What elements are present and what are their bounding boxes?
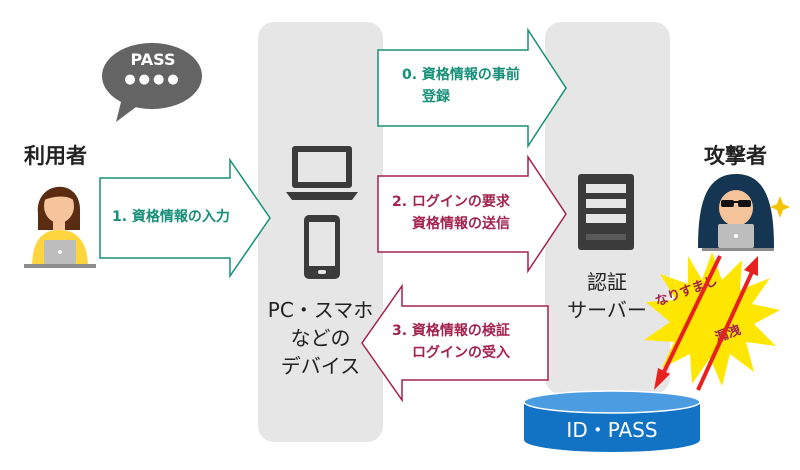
step1-text: 1. 資格情報の入力	[112, 209, 230, 225]
red-arrows	[654, 255, 758, 391]
bubble-pass-text: PASS	[130, 50, 176, 69]
step0-line2: 登録	[422, 89, 450, 105]
attacker-label: 攻撃者	[704, 144, 767, 168]
database-icon	[523, 390, 701, 452]
server-label-line2: サーバー	[567, 298, 647, 322]
database-label: ID・PASS	[566, 418, 658, 442]
user-icon	[24, 186, 96, 268]
attacker-icon	[698, 174, 790, 251]
server-label: 認証 サーバー	[556, 268, 658, 324]
device-label-line1: PC・スマホ	[267, 298, 374, 322]
arrow-step0	[377, 27, 567, 149]
step0-line1: 0. 資格情報の事前	[402, 67, 520, 83]
arrow-step3	[361, 283, 549, 403]
user-label: 利用者	[24, 144, 87, 168]
step0-text: 0. 資格情報の事前 登録	[402, 64, 520, 108]
step2-line1: 2. ログインの要求	[392, 194, 510, 210]
device-label-line2: などの	[290, 326, 351, 350]
server-icon	[578, 174, 634, 250]
device-label: PC・スマホ などの デバイス	[258, 296, 383, 380]
step3-line1: 3. 資格情報の検証	[392, 323, 510, 339]
speech-bubble	[102, 43, 202, 122]
smartphone-icon	[304, 215, 340, 279]
step2-text: 2. ログインの要求 資格情報の送信	[392, 191, 510, 235]
server-label-line1: 認証	[587, 270, 627, 294]
step3-text: 3. 資格情報の検証 ログインの受入	[392, 320, 510, 364]
alert-burst-icon	[644, 252, 780, 386]
arrow-step2	[377, 154, 567, 274]
step2-line2: 資格情報の送信	[412, 216, 510, 232]
bubble-dots: ●●●●	[124, 72, 182, 87]
arrow-step1	[99, 157, 271, 279]
step3-line2: ログインの受入	[412, 345, 510, 361]
device-label-line3: デバイス	[280, 354, 361, 378]
laptop-icon	[286, 146, 358, 200]
